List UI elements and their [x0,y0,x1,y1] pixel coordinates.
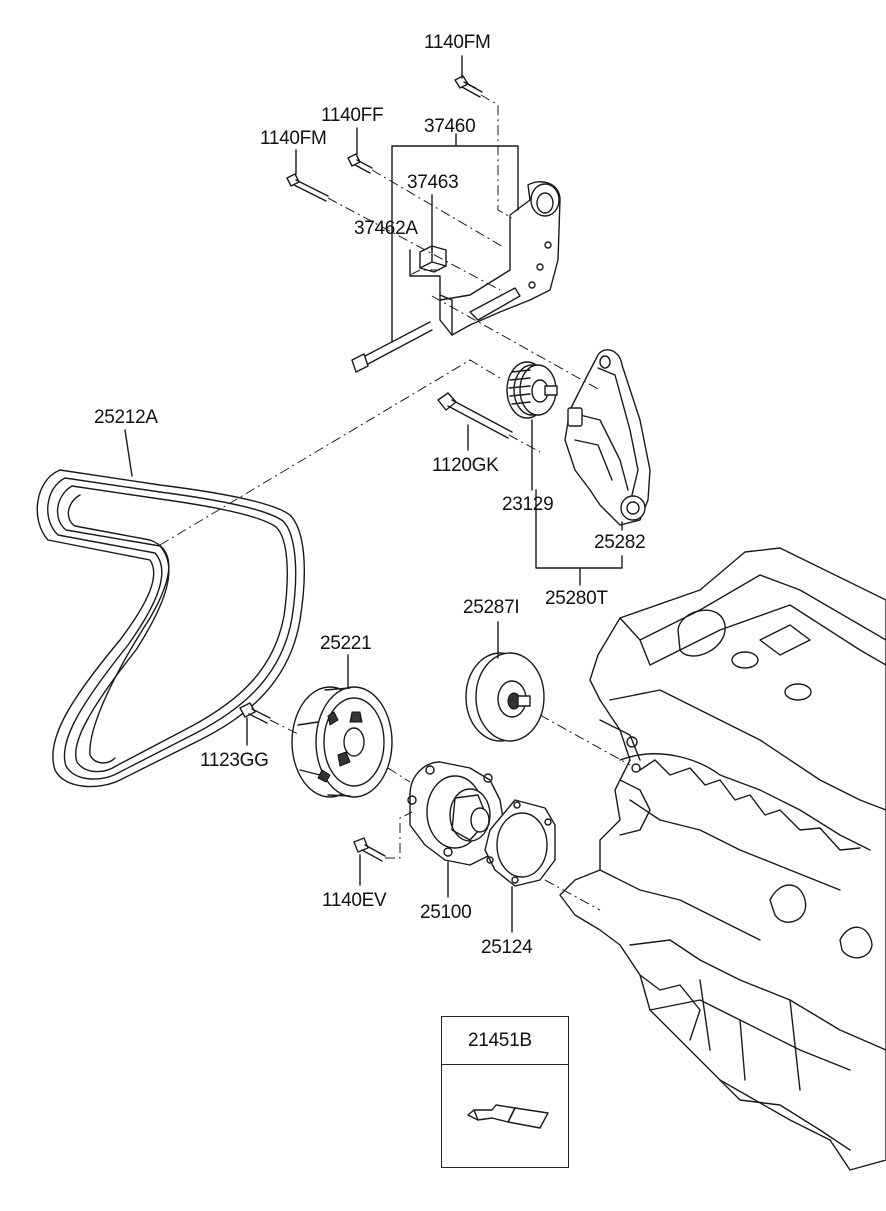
label-25287i: 25287I [463,597,520,618]
label-1140ff: 1140FF [321,105,384,126]
tensioner-assembly [564,349,651,526]
label-1140fm-left: 1140FM [260,128,327,149]
bolt-1123gg [239,702,271,724]
label-1123gg: 1123GG [200,750,269,771]
label-25280t: 25280T [545,588,608,609]
gasket [484,799,556,887]
part-21451b-header [442,1017,568,1065]
bolt-1140ev [353,837,386,862]
bolt-1140fm-left [286,173,329,202]
label-1140ev: 1140EV [322,890,387,911]
bolt-1140ff [347,153,373,174]
leader-lines [124,55,623,933]
bolt-1140fm-top [454,75,483,98]
part-21451b-box [441,1016,569,1168]
label-25221: 25221 [320,633,372,654]
bolt-37462a [351,321,433,373]
label-37462a: 37462A [354,218,418,239]
water-pump [407,761,506,866]
water-pump-pulley [291,686,393,798]
label-1140fm-top: 1140FM [424,32,491,53]
label-25282: 25282 [594,532,646,553]
label-23129: 23129 [502,494,554,515]
idler-pulley-large [465,652,545,742]
label-21451b: 21451B [468,1030,532,1051]
tensioner-bracket [439,181,561,336]
sealant-tube-icon [467,1104,549,1129]
bolt-1120gk [437,392,513,439]
label-25124: 25124 [481,937,533,958]
assembly-centerlines [159,94,631,911]
idler-pulley [506,361,558,419]
label-1120gk: 1120GK [432,455,499,476]
label-25100: 25100 [420,902,472,923]
label-37463: 37463 [407,172,459,193]
drive-belt [36,469,306,788]
engine-block [559,547,886,1171]
label-25212a: 25212A [94,407,158,428]
label-37460: 37460 [424,116,476,137]
